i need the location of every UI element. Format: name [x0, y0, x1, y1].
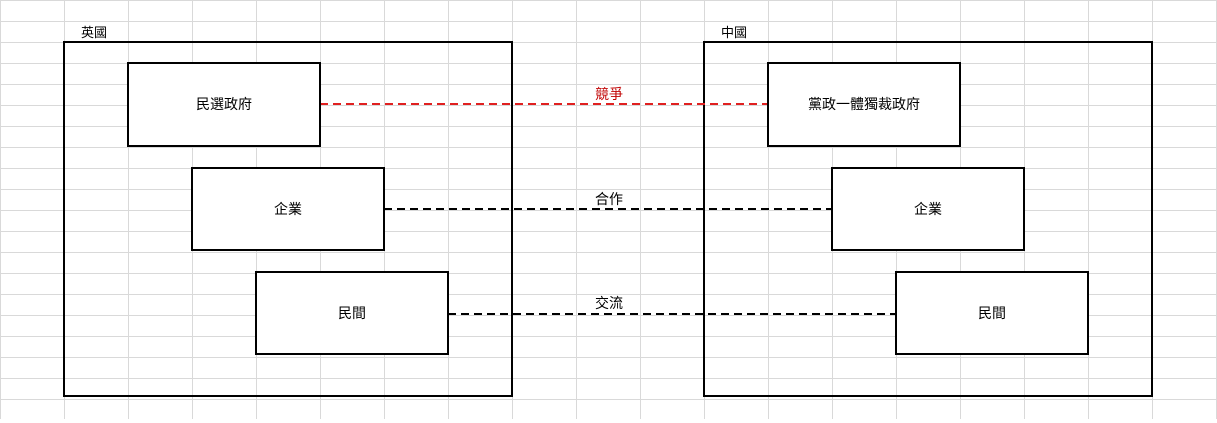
uk-civil-node: 民間: [255, 271, 449, 355]
competition-label: 競爭: [595, 87, 623, 103]
uk-civil-label: 民間: [338, 306, 366, 322]
uk-frame: [63, 41, 513, 397]
uk-government-box: [127, 62, 321, 147]
uk-business-node: 企業: [191, 167, 385, 251]
china-business-label: 企業: [914, 201, 942, 218]
china-business-node: 企業: [831, 167, 1025, 251]
relation-labels: 競爭 合作 交流: [595, 87, 623, 312]
cooperation-label: 合作: [595, 192, 623, 208]
china-container: 中國: [703, 26, 1153, 397]
uk-government-node: 民選政府: [127, 62, 321, 147]
uk-government-label: 民選政府: [196, 97, 252, 113]
uk-title: 英國: [81, 26, 107, 41]
uk-business-label: 企業: [274, 201, 302, 218]
china-frame: [703, 41, 1153, 397]
uk-civil-box: [255, 271, 449, 355]
china-government-node: 黨政一體獨裁政府: [767, 62, 961, 147]
china-government-box: [767, 62, 961, 147]
connectors: [320, 103, 896, 315]
china-civil-box: [895, 271, 1089, 355]
china-title: 中國: [721, 26, 747, 41]
china-civil-node: 民間: [895, 271, 1089, 355]
uk-business-box: [191, 167, 385, 251]
china-business-box: [831, 167, 1025, 251]
china-government-label: 黨政一體獨裁政府: [808, 97, 920, 113]
exchange-label: 交流: [595, 295, 623, 312]
china-civil-label: 民間: [978, 306, 1006, 322]
uk-container: 英國: [63, 26, 513, 397]
